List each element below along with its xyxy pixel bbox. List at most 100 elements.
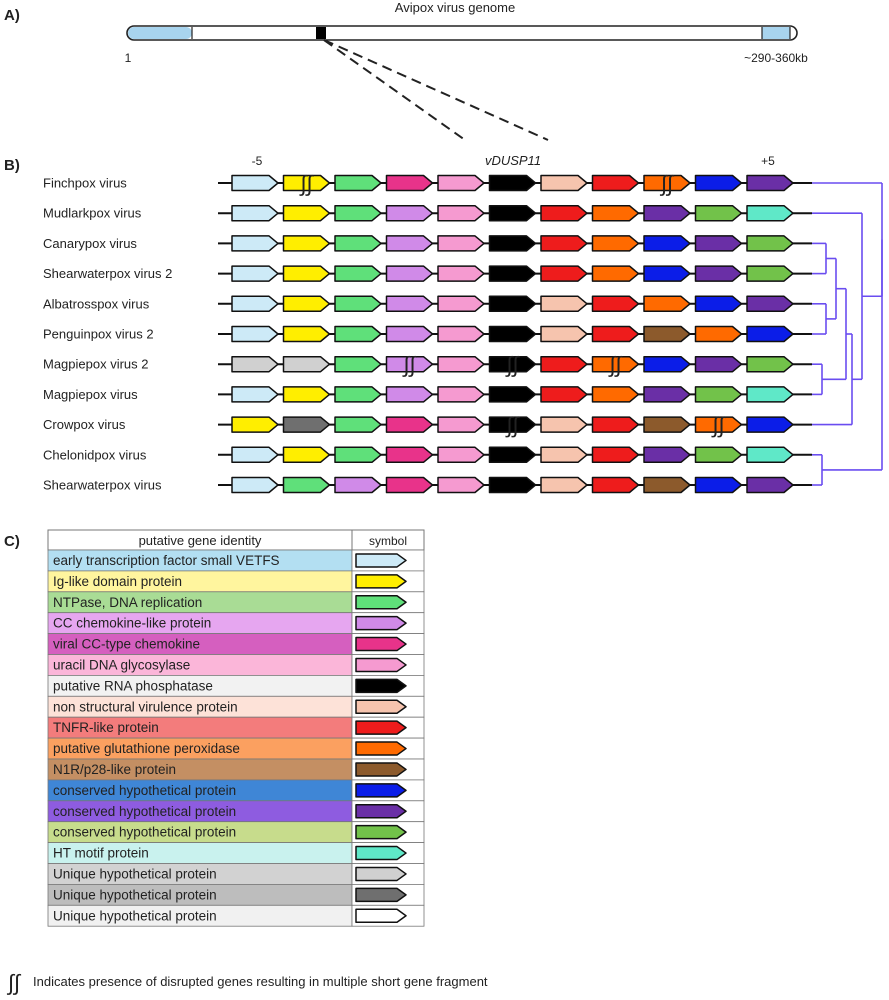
gene-arrow-c2 [282, 386, 331, 403]
gene-arrow-c9 [591, 174, 640, 192]
gene-arrow-c7 [488, 416, 537, 433]
panel-a-label: A) [4, 7, 20, 24]
gene-arrow-c2 [282, 174, 331, 192]
gene-arrow-c13 [694, 265, 743, 282]
panel-a-genome: A) Avipox virus genome 1 ~290-360kb [4, 0, 808, 141]
genome-bar [126, 25, 798, 41]
gene-arrow-c16 [282, 355, 331, 373]
virus-row: Crowpox virus∫∫∫∫ [43, 413, 812, 438]
gene-arrow-c4 [385, 265, 434, 282]
gene-arrow-c1 [231, 386, 279, 403]
legend-row: Ig-like domain protein [47, 570, 425, 593]
legend-row: TNFR-like protein [47, 716, 425, 739]
gene-arrow-c9 [540, 265, 588, 282]
gene-arrow-c17 [282, 416, 331, 433]
virus-row: Magpiepox virus 2∫∫∫∫∫∫ [43, 352, 812, 377]
gene-arrow-c14 [746, 265, 794, 282]
gene-arrow-c14 [746, 355, 794, 373]
legend-symbol-arrow [355, 678, 407, 694]
gene-arrow-c9 [591, 446, 640, 464]
gene-arrow-c12 [643, 355, 691, 373]
gene-arrow-c11 [643, 325, 691, 343]
gene-arrow-c10 [694, 325, 743, 343]
legend-symbol-arrow [355, 615, 407, 631]
legend-gene-identity: conserved hypothetical protein [53, 825, 236, 840]
legend-row: CC chemokine-like protein [47, 612, 425, 635]
gene-arrow-c13 [746, 295, 794, 313]
gene-arrow-c1 [231, 325, 279, 343]
legend-gene-identity: CC chemokine-like protein [53, 616, 211, 631]
gene-arrow-c7 [488, 476, 537, 494]
gene-arrow-c3 [334, 446, 382, 464]
gene-arrow-c12 [746, 325, 794, 343]
gene-arrow-c9 [540, 204, 588, 222]
genome-left-terminal-region [128, 27, 192, 39]
gene-arrow-c4 [385, 295, 434, 313]
gene-arrow-c5 [385, 174, 434, 192]
gene-arrow-c3 [334, 295, 382, 313]
legend-row: putative glutathione peroxidase [47, 737, 425, 760]
virus-row: Penguinpox virus 2 [43, 325, 812, 343]
virus-name: Penguinpox virus 2 [43, 327, 154, 342]
legend-row: NTPase, DNA replication [47, 591, 425, 614]
gene-arrow-c6 [437, 235, 485, 252]
gene-arrow-c5 [385, 446, 434, 464]
gene-arrow-c6 [437, 325, 485, 343]
legend-row: N1R/p28-like protein [47, 758, 425, 781]
virus-name: Shearwaterpox virus 2 [43, 266, 172, 281]
genome-title: Avipox virus genome [395, 0, 515, 15]
zoom-line-left [323, 39, 466, 141]
flank-right-label: +5 [761, 154, 775, 168]
legend-gene-identity: NTPase, DNA replication [53, 595, 202, 610]
panel-c-label: C) [4, 533, 20, 550]
gene-arrow-c1 [231, 204, 279, 222]
legend-row: viral CC-type chemokine [47, 633, 425, 655]
gene-arrow-c8 [540, 325, 588, 343]
gene-arrow-c13 [694, 235, 743, 252]
gene-arrow-c10 [591, 204, 640, 222]
gene-arrow-c2 [282, 235, 331, 252]
gene-arrow-c12 [694, 174, 743, 192]
virus-row: Mudlarkpox virus [43, 204, 812, 222]
gene-arrow-c4 [385, 355, 434, 373]
gene-arrow-c10 [694, 416, 743, 433]
disrupted-gene-symbol: ∫∫ [6, 970, 22, 995]
gene-arrow-c4 [385, 204, 434, 222]
gene-arrow-c7 [488, 295, 537, 313]
legend-symbol-arrow [355, 720, 407, 735]
gene-arrow-c4 [334, 476, 382, 494]
virus-name: Albatrosspox virus [43, 296, 150, 311]
gene-arrow-c6 [437, 446, 485, 464]
legend-symbol-arrow [355, 908, 407, 923]
legend-row: conserved hypothetical protein [47, 821, 425, 844]
gene-arrow-c9 [540, 355, 588, 373]
legend-row: early transcription factor small VETFS [47, 549, 425, 572]
gene-arrow-c9 [540, 235, 588, 252]
gene-arrow-c3 [334, 416, 382, 433]
gene-arrow-c14 [694, 386, 743, 403]
gene-arrow-c5 [385, 416, 434, 433]
gene-arrow-c4 [385, 325, 434, 343]
gene-arrow-c6 [437, 174, 485, 192]
legend-gene-identity: Unique hypothetical protein [53, 867, 217, 882]
legend-symbol-arrow [355, 657, 407, 673]
gene-arrow-c13 [643, 446, 691, 464]
gene-arrow-c12 [643, 235, 691, 252]
flank-left-label: -5 [252, 154, 263, 168]
gene-arrow-c9 [591, 325, 640, 343]
legend-symbol-arrow [355, 824, 407, 840]
virus-row: Canarypox virus [43, 235, 812, 252]
gene-arrow-c10 [591, 355, 640, 373]
gene-arrow-c1 [231, 295, 279, 313]
gene-arrow-c2 [282, 295, 331, 313]
gene-arrow-c9 [591, 416, 640, 433]
legend-symbol-arrow [355, 866, 407, 882]
gene-arrow-c13 [746, 476, 794, 494]
genome-right-terminal-region [762, 27, 790, 39]
disrupted-gene-mark: ∫∫ [659, 171, 675, 196]
gene-arrow-c7 [488, 174, 537, 192]
legend-gene-identity: early transcription factor small VETFS [53, 553, 280, 568]
gene-arrow-c3 [334, 265, 382, 282]
gene-arrow-c9 [591, 476, 640, 494]
footnote-text: Indicates presence of disrupted genes re… [33, 974, 488, 989]
